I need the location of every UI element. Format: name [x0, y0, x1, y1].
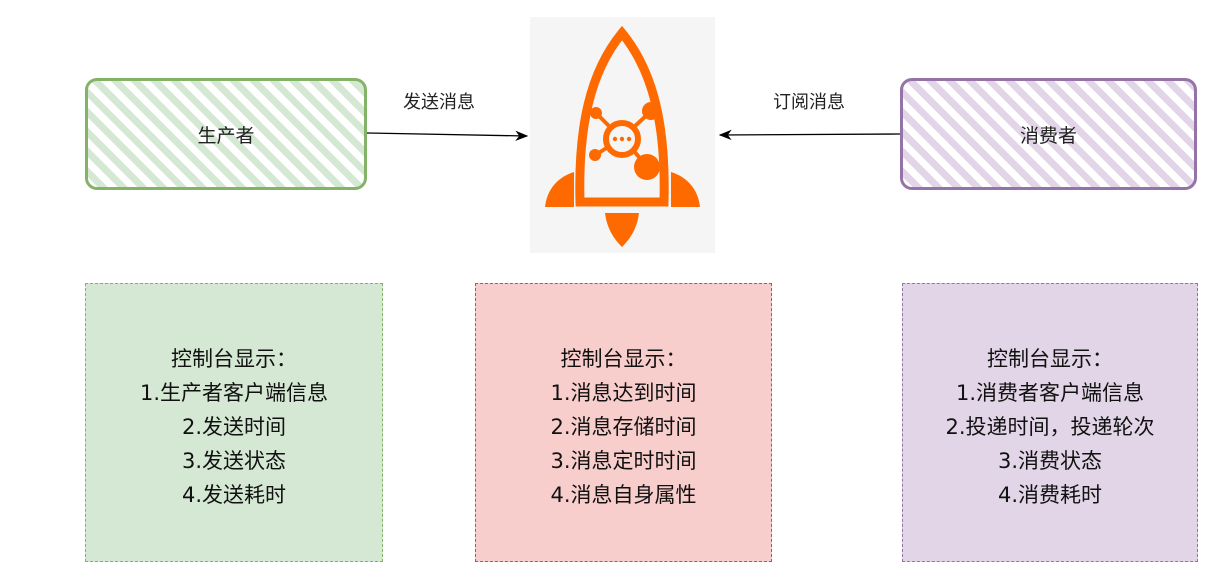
producer-console-panel: 控制台显示： 1.生产者客户端信息 2.发送时间 3.发送状态 4.发送耗时: [85, 283, 383, 562]
panel-item: 4.消息自身属性: [550, 483, 697, 507]
panel-item: 1.生产者客户端信息: [139, 381, 329, 405]
panel-item: 3.发送状态: [181, 449, 287, 473]
consumer-label: 消费者: [1019, 124, 1077, 147]
producer-label: 生产者: [197, 124, 255, 147]
panel-item: 1.消费者客户端信息: [955, 381, 1145, 405]
panel-item: 3.消费状态: [997, 449, 1103, 473]
rocketmq-rocket-icon: [545, 25, 700, 247]
subscribe-message-label: 订阅消息: [773, 92, 845, 113]
panel-title: 控制台显示：: [560, 347, 687, 371]
panel-item: 1.消息达到时间: [550, 381, 697, 405]
producer-node: 生产者: [85, 78, 367, 190]
broker-node: [530, 17, 715, 253]
send-message-label: 发送消息: [403, 92, 475, 113]
panel-title: 控制台显示：: [987, 347, 1113, 371]
consumer-console-panel: 控制台显示： 1.消费者客户端信息 2.投递时间，投递轮次 3.消费状态 4.消…: [902, 283, 1198, 562]
panel-title: 控制台显示：: [171, 347, 297, 371]
panel-item: 4.消费耗时: [997, 483, 1103, 507]
panel-item: 2.消息存储时间: [550, 415, 697, 439]
panel-item: 4.发送耗时: [181, 483, 287, 507]
broker-console-panel: 控制台显示： 1.消息达到时间 2.消息存储时间 3.消息定时时间 4.消息自身…: [475, 283, 772, 562]
consumer-node: 消费者: [900, 78, 1197, 190]
panel-item: 2.投递时间，投递轮次: [945, 415, 1155, 439]
subscribe-arrow: [718, 129, 901, 141]
send-arrow: [366, 130, 529, 141]
panel-item: 3.消息定时时间: [550, 449, 697, 473]
panel-item: 2.发送时间: [181, 415, 287, 439]
